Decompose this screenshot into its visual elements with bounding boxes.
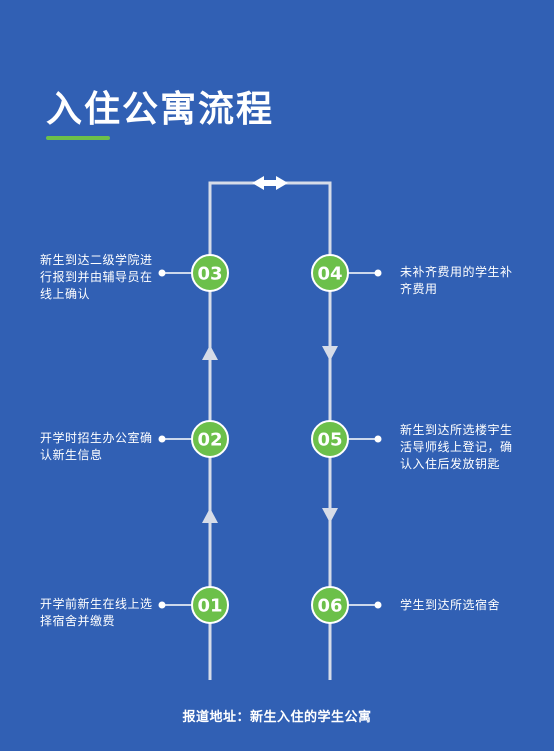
connector-03: [158, 269, 192, 277]
svg-text:04: 04: [317, 264, 342, 285]
svg-text:06: 06: [317, 596, 342, 617]
step-05-description: 新生到达所选楼宇生活导师线上登记，确认入住后发放钥匙: [400, 423, 513, 471]
page-title: 入住公寓流程: [46, 89, 275, 130]
step-node-06: 06: [311, 586, 349, 624]
step-02-description: 开学时招生办公室确认新生信息: [40, 431, 153, 462]
connector-06: [348, 601, 382, 609]
step-node-02: 02: [191, 420, 229, 458]
svg-text:03: 03: [197, 264, 222, 285]
step-node-04: 04: [311, 254, 349, 292]
svg-text:01: 01: [197, 596, 222, 617]
up-arrow-icon: [202, 508, 218, 523]
title-underline: [46, 136, 110, 140]
footer-address: 报道地址：新生入住的学生公寓: [182, 710, 372, 725]
double-arrow-icon: [252, 176, 288, 190]
step-node-03: 03: [191, 254, 229, 292]
svg-text:02: 02: [197, 430, 222, 451]
down-arrow-icon: [322, 346, 338, 361]
connector-01: [158, 601, 192, 609]
step-06-description: 学生到达所选宿舍: [400, 598, 501, 612]
up-arrow-icon: [202, 345, 218, 360]
down-arrow-icon: [322, 508, 338, 523]
step-01-description: 开学前新生在线上选择宿舍并缴费: [40, 597, 153, 628]
step-04-description: 未补齐费用的学生补齐费用: [400, 265, 513, 296]
connector-05: [348, 435, 382, 443]
step-node-01: 01: [191, 586, 229, 624]
connector-04: [348, 269, 382, 277]
connector-02: [158, 435, 192, 443]
step-03-description: 新生到达二级学院进行报到并由辅导员在线上确认: [40, 253, 153, 301]
step-node-05: 05: [311, 420, 349, 458]
svg-text:05: 05: [317, 430, 342, 451]
